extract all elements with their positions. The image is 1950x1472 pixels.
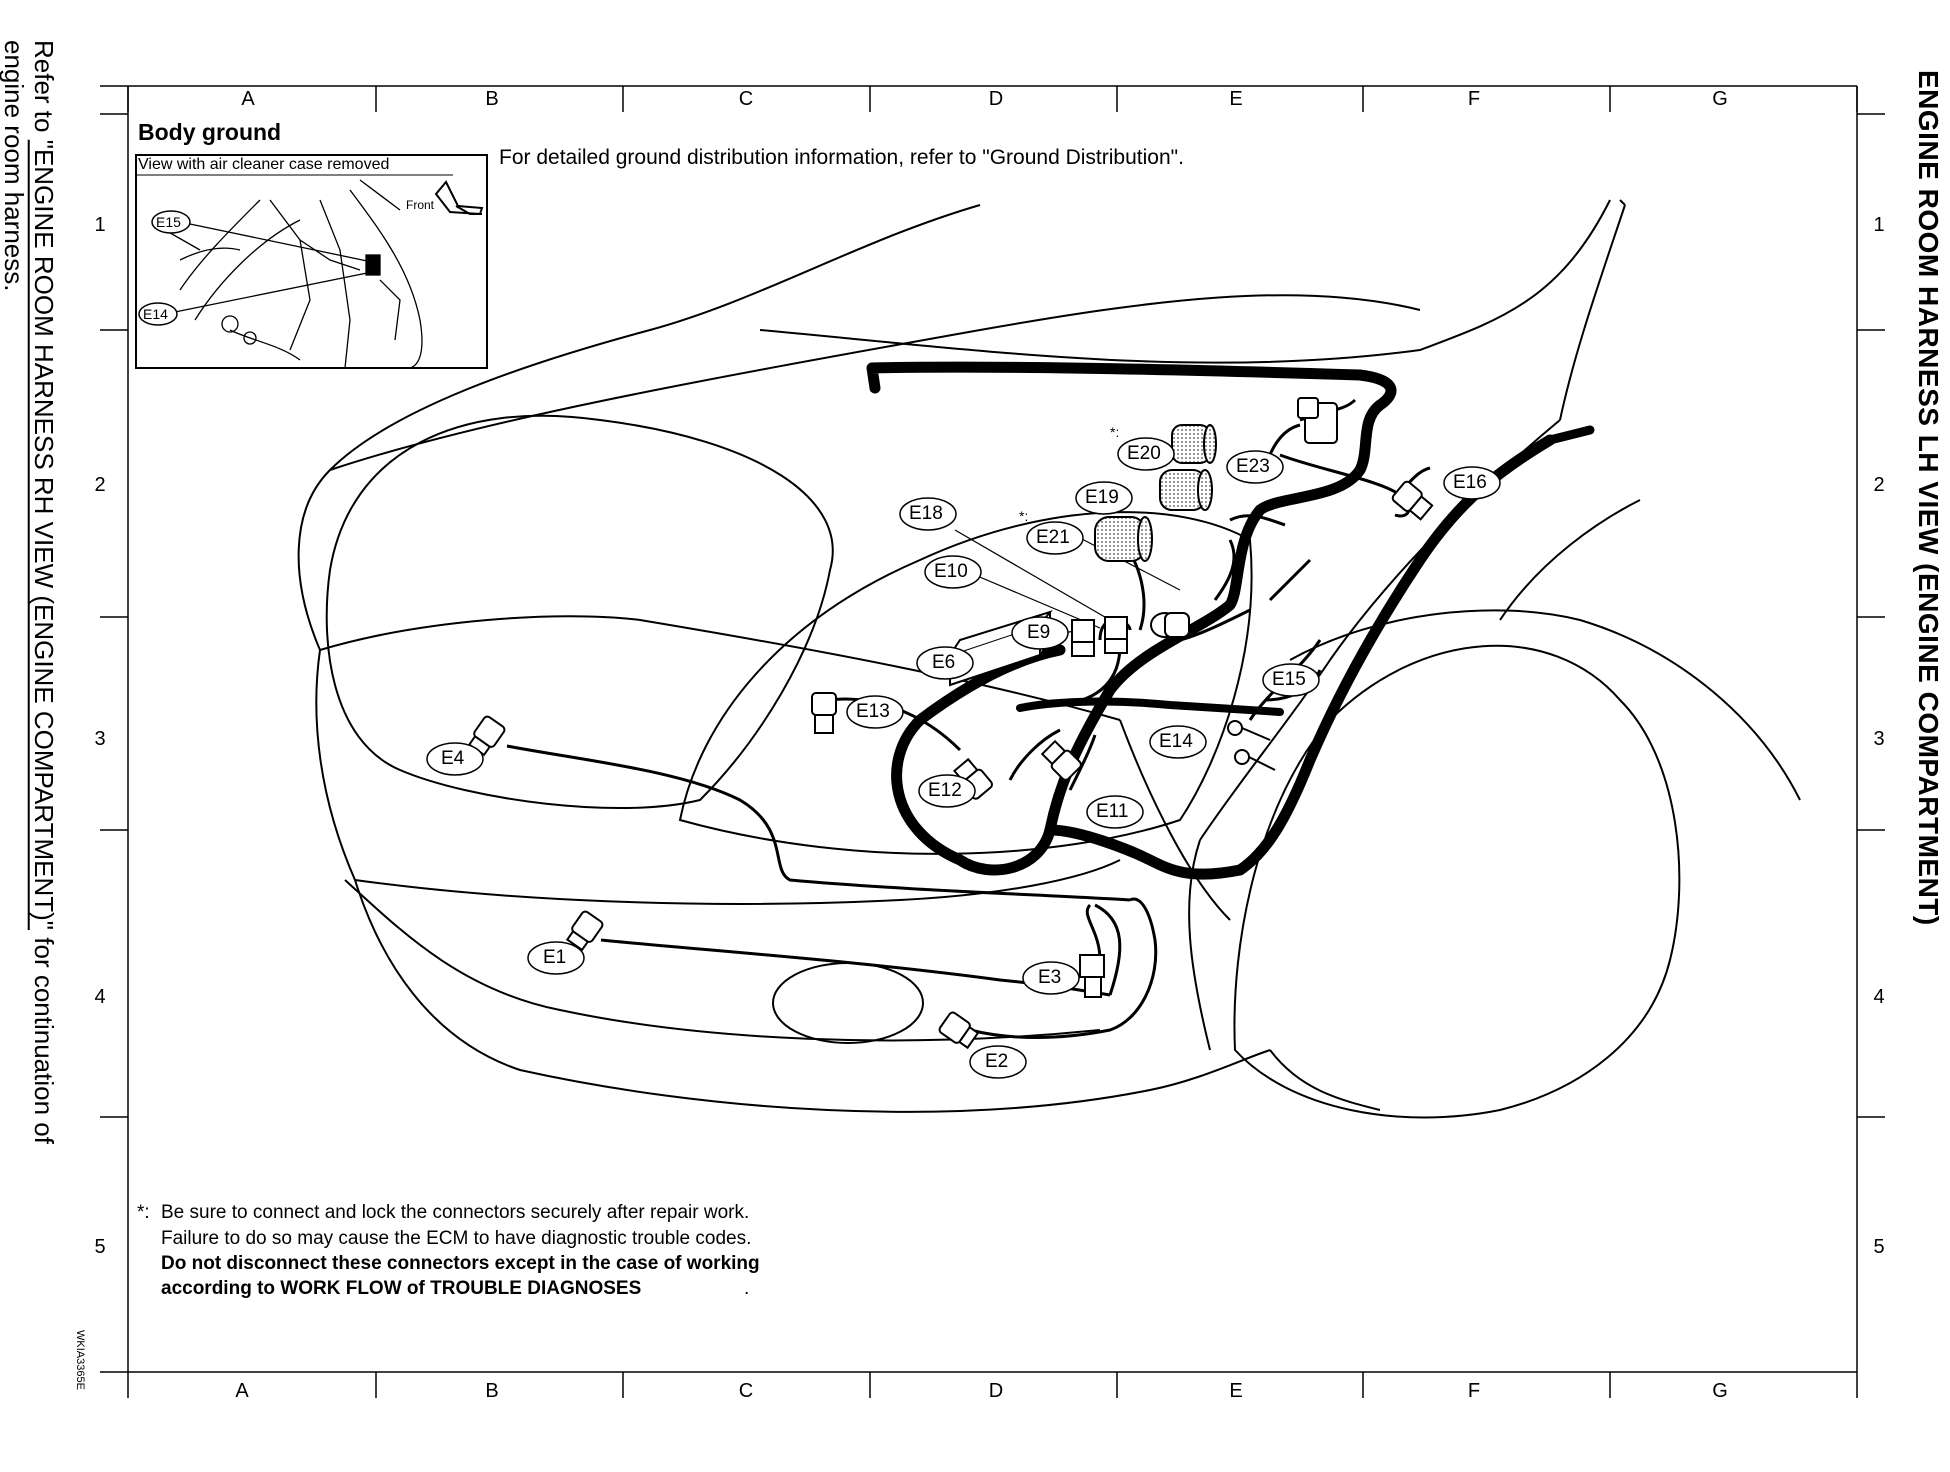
connector-e3-shape xyxy=(1079,954,1105,998)
harness-main xyxy=(866,361,1595,880)
col-label-e-bottom: E xyxy=(1229,1380,1243,1402)
label-e9: E9 xyxy=(1027,622,1051,643)
connector-e23-shape xyxy=(1297,397,1338,444)
inset-label-e15: E15 xyxy=(156,214,181,230)
ecm-connectors xyxy=(1094,424,1217,562)
label-e1: E1 xyxy=(543,947,567,968)
connector-e10-shape xyxy=(1104,616,1128,654)
inset-leaders xyxy=(174,223,373,313)
col-label-d: D xyxy=(988,88,1004,110)
row-label-3-right: 3 xyxy=(1873,728,1885,750)
continuation-link[interactable]: "ENGINE ROOM HARNESS RH VIEW (ENGINE COM… xyxy=(29,139,59,931)
note-star: *: xyxy=(137,1202,150,1223)
connector-e4-shape xyxy=(467,715,506,757)
connector-e9-shape xyxy=(1071,619,1095,657)
label-e3: E3 xyxy=(1038,967,1062,988)
col-label-f: F xyxy=(1467,88,1481,110)
note-line-4: according to WORK FLOW of TROUBLE DIAGNO… xyxy=(161,1278,642,1299)
label-e19: E19 xyxy=(1085,487,1119,508)
inset-connector-ovals xyxy=(138,210,191,326)
label-e23: E23 xyxy=(1236,456,1270,477)
col-label-d-bottom: D xyxy=(988,1380,1004,1402)
col-label-g-bottom: G xyxy=(1712,1380,1728,1402)
label-e15: E15 xyxy=(1272,669,1306,690)
label-e6: E6 xyxy=(932,652,956,673)
connector-e16-shape xyxy=(1391,480,1434,521)
note-line-3: Do not disconnect these connectors excep… xyxy=(161,1253,760,1274)
star-e21: *: xyxy=(1019,508,1027,524)
row-label-4-right: 4 xyxy=(1873,986,1885,1008)
col-label-c-bottom: C xyxy=(738,1380,754,1402)
row-label-3: 3 xyxy=(94,728,106,750)
label-e18: E18 xyxy=(909,503,943,524)
note-line-4-end: . xyxy=(744,1278,750,1299)
label-e14: E14 xyxy=(1159,731,1193,752)
connector-e11-shape xyxy=(1040,739,1082,781)
figure-code: WKIA3365E xyxy=(74,1330,86,1390)
body-ground-heading: Body ground xyxy=(138,119,282,145)
connector-e1-shape xyxy=(565,910,604,952)
front-label: Front xyxy=(406,198,435,212)
connector-e2-shape xyxy=(938,1011,980,1050)
grid-frame xyxy=(100,85,1858,1373)
connector-label-ovals xyxy=(426,437,1501,1079)
star-e20: *: xyxy=(1110,424,1118,440)
row-label-1: 1 xyxy=(94,214,106,236)
inset-drawing xyxy=(164,179,423,369)
label-e21: E21 xyxy=(1036,527,1070,548)
col-label-b: B xyxy=(485,88,499,110)
connector-e14-shape xyxy=(1234,749,1276,771)
label-e16: E16 xyxy=(1453,472,1487,493)
continuation-note-prefix: Refer to xyxy=(29,40,59,140)
continuation-note-suffix: for continuation of xyxy=(29,930,59,1144)
note-line-1: Be sure to connect and lock the connecto… xyxy=(161,1202,750,1223)
inset-frame xyxy=(135,154,488,369)
ground-distribution-note: For detailed ground distribution informa… xyxy=(499,146,1184,169)
col-label-c: C xyxy=(738,88,754,110)
continuation-note-main: Refer to "ENGINE ROOM HARNESS RH VIEW (E… xyxy=(28,40,59,1144)
connector-e15-shape xyxy=(1227,720,1271,741)
label-e12: E12 xyxy=(928,780,962,801)
row-label-5: 5 xyxy=(94,1236,106,1258)
col-label-a: A xyxy=(241,88,255,110)
label-e20: E20 xyxy=(1127,443,1161,464)
connector-e19-shape xyxy=(1159,469,1213,511)
column-ticks xyxy=(127,86,1858,1398)
front-arrow xyxy=(434,180,484,216)
inset-label-e14: E14 xyxy=(143,306,168,322)
col-label-a-bottom: A xyxy=(235,1380,249,1402)
label-e13: E13 xyxy=(856,701,890,722)
label-e4: E4 xyxy=(441,748,465,769)
col-label-e: E xyxy=(1229,88,1243,110)
connector-e18-shape xyxy=(1150,612,1190,638)
col-label-f-bottom: F xyxy=(1467,1380,1481,1402)
row-label-2: 2 xyxy=(94,474,106,496)
note-line-2: Failure to do so may cause the ECM to ha… xyxy=(161,1228,752,1249)
row-label-5-right: 5 xyxy=(1873,1236,1885,1258)
label-e10: E10 xyxy=(934,561,968,582)
continuation-note: engine room harness. xyxy=(0,40,29,291)
label-e2: E2 xyxy=(985,1051,1009,1072)
inset-caption: View with air cleaner case removed xyxy=(138,156,390,173)
car-body xyxy=(297,199,1801,1119)
connector-e21-shape xyxy=(1094,516,1153,562)
col-label-b-bottom: B xyxy=(485,1380,499,1402)
row-label-2-right: 2 xyxy=(1873,474,1885,496)
col-label-g: G xyxy=(1712,88,1728,110)
connector-e20-shape xyxy=(1171,424,1217,464)
label-e11: E11 xyxy=(1096,801,1129,822)
row-label-4: 4 xyxy=(94,986,106,1008)
page-title: ENGINE ROOM HARNESS LH VIEW (ENGINE COMP… xyxy=(1913,70,1944,926)
continuation-note-line2: engine room harness. xyxy=(0,40,29,292)
connector-e13-shape xyxy=(811,692,837,734)
row-ticks xyxy=(100,113,1885,1118)
row-label-1-right: 1 xyxy=(1873,214,1885,236)
